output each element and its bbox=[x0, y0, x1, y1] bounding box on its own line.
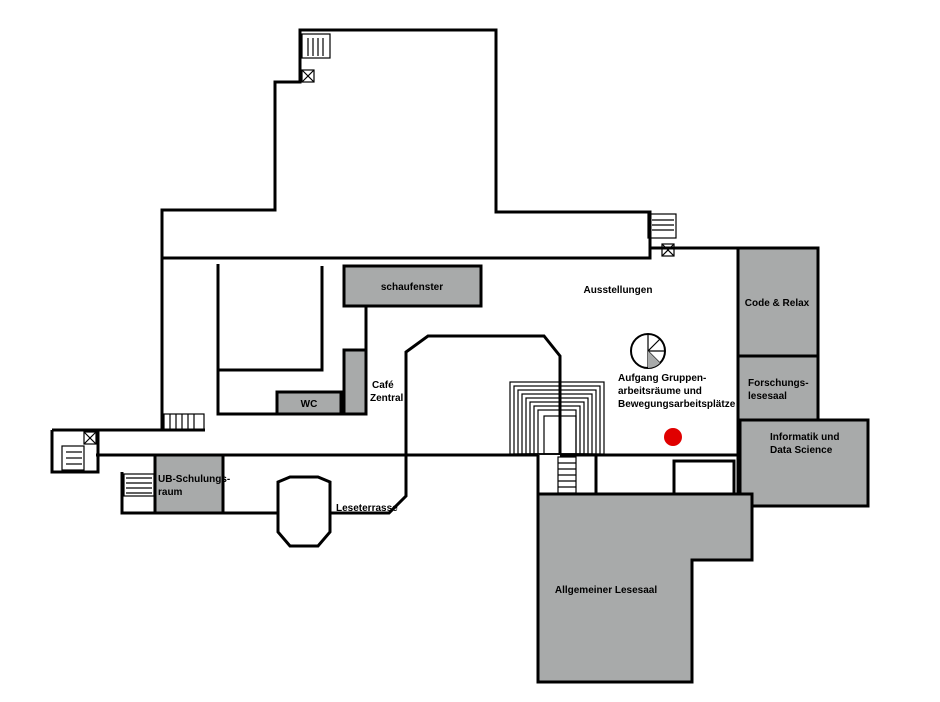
schulung-outline bbox=[120, 472, 277, 515]
spiral-staircase-icon bbox=[630, 333, 666, 369]
stairs-icon bbox=[557, 456, 577, 494]
terrace-wall bbox=[330, 334, 562, 515]
label-ausstellungen: Ausstellungen bbox=[584, 285, 653, 296]
label-wc: WC bbox=[301, 399, 318, 410]
stairs-icon bbox=[163, 413, 205, 431]
location-marker-icon bbox=[664, 428, 682, 446]
north-wing-wall bbox=[160, 28, 652, 264]
label-cafe-1: Café bbox=[372, 380, 394, 391]
stairs-icon bbox=[301, 33, 331, 59]
label-informatik-1: Informatik und bbox=[770, 432, 839, 443]
interior-wall-1 bbox=[216, 264, 344, 416]
stairs-icon bbox=[123, 473, 155, 497]
room-schaufenster[interactable] bbox=[342, 264, 483, 308]
interior-wall-3 bbox=[344, 304, 368, 350]
stairs-icon bbox=[509, 356, 605, 455]
label-schulung-1: UB-Schulungs- bbox=[158, 474, 230, 485]
lower-middle-wall bbox=[536, 455, 738, 496]
label-code-relax: Code & Relax bbox=[745, 298, 810, 309]
label-aufgang-1: Aufgang Gruppen- bbox=[618, 373, 706, 384]
label-aufgang-3: Bewegungsarbeitsplätze bbox=[618, 399, 736, 410]
leseterrasse-bay[interactable] bbox=[276, 475, 332, 548]
label-schulung-2: raum bbox=[158, 487, 183, 498]
room-code-relax[interactable] bbox=[736, 246, 820, 358]
elevator-icon bbox=[83, 431, 97, 445]
label-leseterrasse: Leseterrasse bbox=[336, 503, 398, 514]
east-wall bbox=[650, 246, 740, 494]
counter bbox=[672, 459, 736, 496]
room-allgemeiner-lesesaal[interactable] bbox=[536, 492, 754, 684]
interior-wall-2 bbox=[218, 266, 324, 372]
stairs-icon bbox=[61, 445, 85, 471]
label-forschungs-2: lesesaal bbox=[748, 391, 787, 402]
label-allgemeiner-lesesaal: Allgemeiner Lesesaal bbox=[555, 585, 657, 596]
west-stair-box bbox=[50, 430, 100, 474]
room-cafe-wall bbox=[342, 348, 368, 416]
elevator-icon bbox=[301, 69, 315, 83]
label-cafe-2: Zentral bbox=[370, 393, 404, 404]
label-forschungs-1: Forschungs- bbox=[748, 378, 809, 389]
elevator-icon bbox=[661, 243, 675, 257]
label-informatik-2: Data Science bbox=[770, 445, 833, 456]
label-aufgang-2: arbeitsräume und bbox=[618, 386, 702, 397]
stairs-icon bbox=[647, 213, 677, 239]
label-schaufenster: schaufenster bbox=[381, 282, 443, 293]
